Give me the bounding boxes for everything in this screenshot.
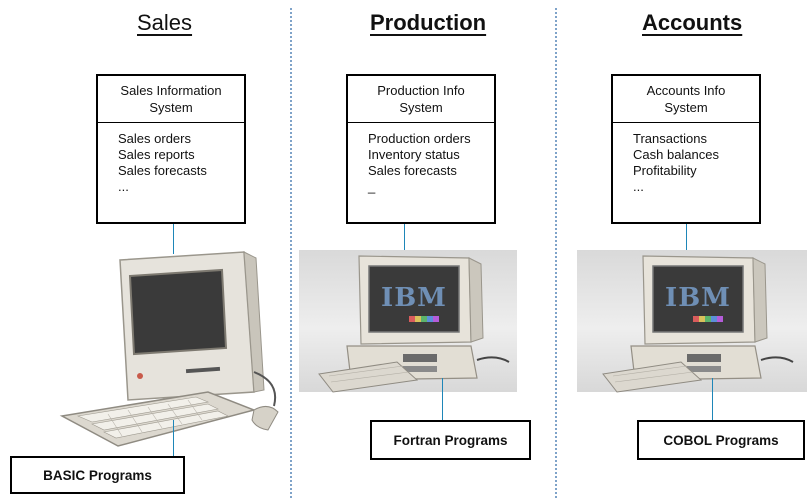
system-title: Accounts Info System [613, 76, 759, 123]
ibm-pc-computer-icon: IBM [318, 255, 510, 393]
production-info-system-box: Production Info System Production orders… [346, 74, 496, 224]
ibm-logo-text: IBM [381, 283, 447, 313]
accounts-info-system-box: Accounts Info System Transactions Cash b… [611, 74, 761, 224]
list-item: ... [118, 179, 129, 194]
production-program-connector [442, 378, 443, 420]
color-bars [693, 316, 723, 322]
fortran-programs-box: Fortran Programs [370, 420, 531, 460]
system-title: Production Info System [348, 76, 494, 123]
system-title-line2: System [149, 100, 193, 115]
sales-info-system-box: Sales Information System Sales orders Sa… [96, 74, 246, 224]
list-item: ... [633, 179, 644, 194]
column-divider-left [290, 8, 292, 498]
system-title: Sales Information System [98, 76, 244, 123]
list-item: Sales forecasts [368, 163, 457, 178]
ibm-logo-text: IBM [665, 283, 731, 313]
system-item-list: Sales orders Sales reports Sales forecas… [98, 123, 244, 195]
list-item: _ [368, 179, 376, 194]
list-item: Sales orders [118, 131, 191, 146]
system-item-list: Production orders Inventory status Sales… [348, 123, 494, 195]
list-item: Sales reports [118, 147, 195, 162]
production-connector [404, 224, 405, 250]
macintosh-computer-icon [59, 251, 279, 447]
list-item: Cash balances [633, 147, 719, 162]
cobol-programs-box: COBOL Programs [637, 420, 805, 460]
color-bars [409, 316, 439, 322]
list-item: Sales forecasts [118, 163, 207, 178]
list-item: Transactions [633, 131, 707, 146]
system-title-line1: Accounts Info [646, 83, 726, 98]
heading-accounts: Accounts [642, 10, 743, 35]
accounts-program-connector [712, 378, 713, 420]
column-divider-right [555, 8, 557, 498]
system-title-line1: Sales Information [120, 83, 222, 98]
heading-production: Production [370, 10, 487, 35]
list-item: Production orders [368, 131, 471, 146]
heading-sales: Sales [137, 10, 193, 35]
sales-program-connector [173, 420, 174, 456]
list-item: Profitability [633, 163, 697, 178]
system-title-line2: System [664, 100, 708, 115]
system-title-line1: Production Info [377, 83, 465, 98]
ibm-pc-computer-icon: IBM [602, 255, 794, 393]
list-item: Inventory status [368, 147, 460, 162]
sales-connector [173, 224, 174, 254]
system-title-line2: System [399, 100, 443, 115]
system-item-list: Transactions Cash balances Profitability… [613, 123, 759, 195]
accounts-connector [686, 224, 687, 250]
basic-programs-box: BASIC Programs [10, 456, 185, 494]
